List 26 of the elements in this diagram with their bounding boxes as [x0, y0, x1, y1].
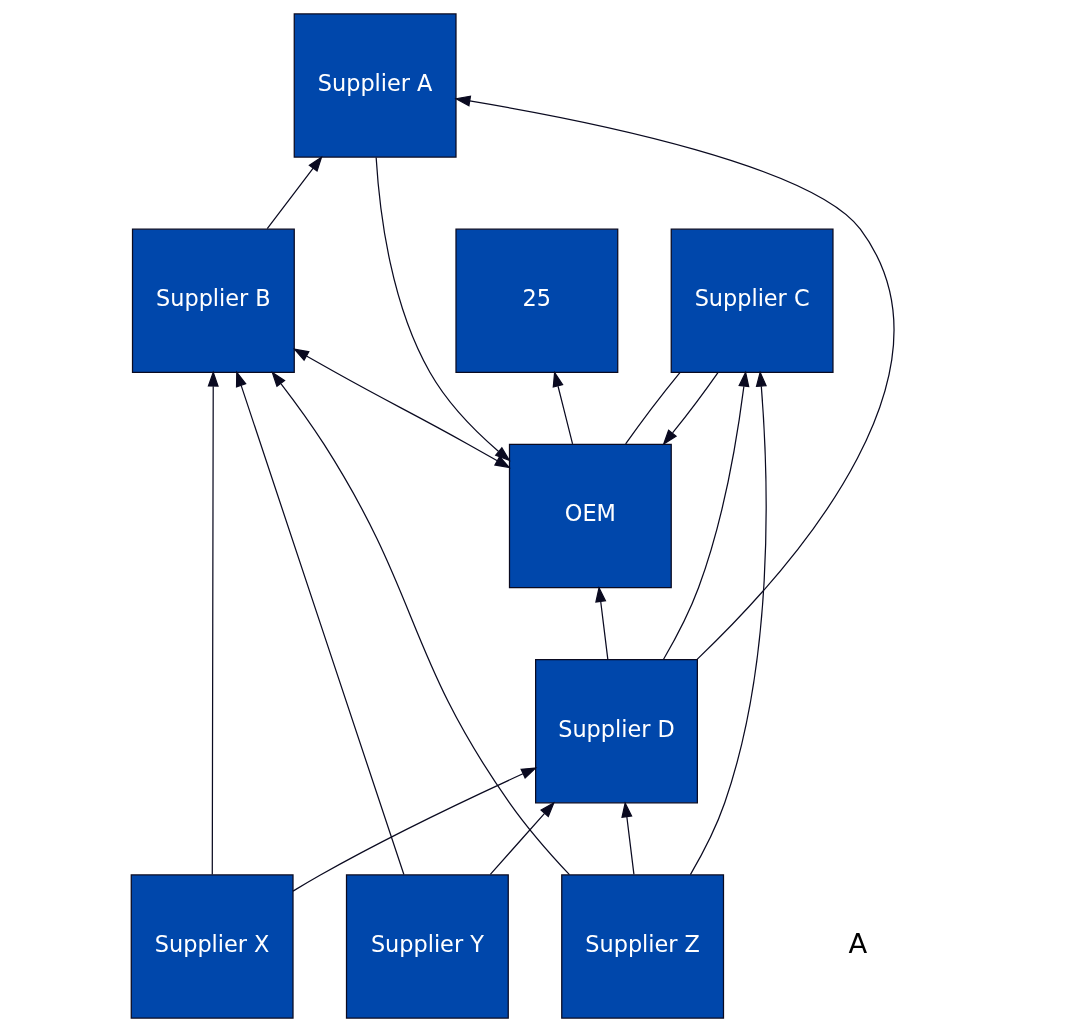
label: A	[848, 927, 867, 959]
arrow	[375, 156, 511, 462]
arrow	[620, 800, 635, 875]
node-box: Supplier B	[131, 228, 295, 373]
arrow	[292, 347, 511, 468]
arrow	[270, 370, 570, 875]
arrow	[489, 801, 555, 875]
node-box: 25	[454, 228, 618, 373]
node-box: Supplier Z	[560, 873, 724, 1019]
arrow	[266, 155, 323, 229]
arrow	[235, 370, 404, 875]
node-box: Supplier A	[293, 12, 457, 158]
arrow	[662, 370, 749, 660]
node-box: OEM	[508, 443, 672, 588]
arrow	[291, 766, 537, 892]
node-box: Supplier C	[670, 228, 834, 373]
arrow	[552, 370, 573, 445]
connector	[624, 371, 681, 445]
arrow	[662, 371, 719, 445]
arrow	[594, 585, 608, 660]
arrow	[689, 370, 767, 875]
node-box: Supplier D	[534, 658, 698, 803]
node-box: Supplier Y	[345, 873, 509, 1019]
arrow	[453, 94, 894, 660]
node-box: Supplier X	[130, 873, 294, 1019]
arrow	[207, 369, 219, 875]
